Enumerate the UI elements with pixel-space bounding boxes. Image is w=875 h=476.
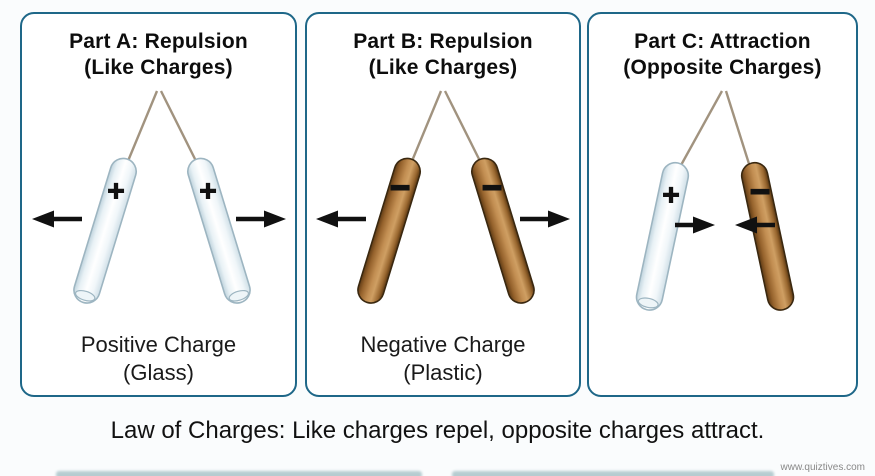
attract-arrow-right [735, 216, 775, 234]
panel-b-title-line1: Part B: Repulsion [353, 30, 533, 53]
law-of-charges-caption: Law of Charges: Like charges repel, oppo… [110, 417, 765, 444]
panel-a-title-line1: Part A: Repulsion [69, 30, 248, 53]
panel-a-figure: + + [31, 90, 286, 304]
left-string [126, 90, 158, 162]
plastic-rod-right [740, 161, 795, 311]
bottom-peek-bar-left [56, 471, 422, 476]
panel-a-title-line2: (Like Charges) [84, 56, 233, 79]
panel-a-repulsion-glass: Part A: Repulsion (Like Charges) + + [20, 12, 297, 397]
left-string [678, 90, 724, 168]
glass-rod-left [72, 157, 137, 304]
panel-c-title: Part C: Attraction (Opposite Charges) [589, 29, 856, 81]
panel-a-label: Positive Charge (Glass) [22, 331, 295, 387]
plastic-rod-right [471, 157, 535, 304]
panel-a-label-line1: Positive Charge [80, 332, 237, 357]
panel-b-label-line2: (Plastic) [403, 360, 483, 385]
right-charge-sign: + [199, 175, 217, 208]
right-charge-sign: − [750, 173, 770, 211]
panel-c-figure: + − [635, 90, 795, 311]
glass-rod-right [186, 157, 251, 304]
panel-a-label-line2: (Glass) [123, 360, 194, 385]
attract-arrow-left [675, 216, 715, 234]
right-charge-sign: − [482, 169, 502, 207]
right-string [159, 90, 197, 162]
repel-arrow-right [520, 210, 570, 228]
plastic-rod-left [357, 157, 421, 304]
panel-b-repulsion-plastic: Part B: Repulsion (Like Charges) − − [305, 12, 581, 397]
panel-b-label-line1: Negative Charge [360, 332, 526, 357]
panel-b-title-line2: (Like Charges) [368, 56, 518, 79]
panel-b-label: Negative Charge (Plastic) [307, 331, 579, 387]
panel-b-figure: − − [316, 90, 570, 304]
panel-b-title: Part B: Repulsion (Like Charges) [307, 29, 579, 81]
glass-rod-left [635, 161, 690, 311]
left-charge-sign: + [107, 175, 125, 208]
repel-arrow-left [316, 210, 366, 228]
right-string [724, 90, 752, 168]
left-charge-sign: − [390, 169, 410, 207]
bottom-peek-bar-right [452, 471, 774, 476]
left-charge-sign: + [662, 179, 680, 212]
panel-c-title-line2: (Opposite Charges) [623, 56, 822, 79]
panel-a-title: Part A: Repulsion (Like Charges) [22, 29, 295, 81]
panel-c-title-line1: Part C: Attraction [634, 30, 811, 53]
right-string [443, 90, 482, 162]
panel-c-attraction-opposite: Part C: Attraction (Opposite Charges) + … [587, 12, 858, 397]
watermark: www.quiztives.com [780, 462, 865, 473]
left-string [410, 90, 443, 162]
repel-arrow-left [31, 210, 82, 228]
repel-arrow-right [235, 210, 286, 228]
